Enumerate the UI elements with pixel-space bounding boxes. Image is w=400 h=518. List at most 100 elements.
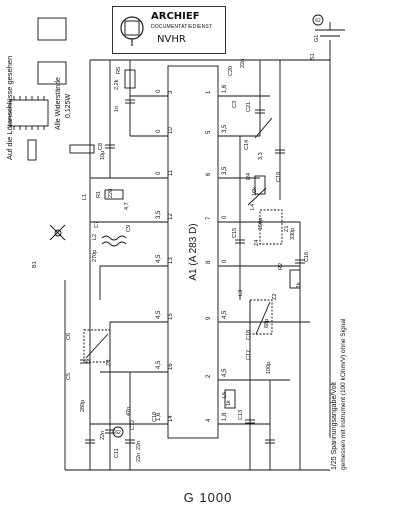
component-label-c20: C20 bbox=[228, 66, 234, 76]
component-label-cv4: 22n bbox=[136, 441, 142, 450]
component-label-rv3: 2,2k bbox=[114, 79, 120, 90]
stamp-line-3: NVHR bbox=[157, 34, 186, 45]
component-label-c8: C8 bbox=[98, 143, 104, 150]
node-voltage: 4,5 bbox=[222, 368, 228, 377]
component-label-cv10: 68p bbox=[264, 319, 270, 328]
component-label-cv14: 280p bbox=[80, 400, 86, 412]
component-label-cv1: 22n bbox=[240, 59, 246, 68]
marker-circle-top bbox=[312, 14, 324, 26]
component-label-g1: G1 bbox=[314, 35, 320, 42]
pin-number: 13 bbox=[168, 257, 174, 264]
component-label-l2: L2 bbox=[92, 234, 98, 240]
capacitors bbox=[80, 99, 305, 444]
node-voltage: 3,5 bbox=[222, 124, 228, 133]
pin-number: 3 bbox=[168, 90, 174, 94]
component-label-c21: C21 bbox=[246, 102, 252, 112]
component-label-rv1: 220 bbox=[108, 189, 114, 198]
component-label-cv15: 22n bbox=[100, 431, 106, 440]
marker-label-bottom: 62 bbox=[115, 430, 121, 436]
component-label-r1: R1 bbox=[96, 191, 102, 198]
component-label-z3: Z3 bbox=[106, 360, 112, 366]
node-voltage: 1,6 bbox=[222, 84, 228, 93]
component-label-c9: C9 bbox=[126, 225, 132, 232]
component-label-c18: C18 bbox=[246, 330, 252, 340]
node-voltage: 1,8 bbox=[222, 412, 228, 421]
component-label-c14: C14 bbox=[244, 140, 250, 150]
node-voltage: 4,5 bbox=[156, 254, 162, 263]
node-voltage: 0 bbox=[156, 171, 162, 175]
component-label-cv2: 1n bbox=[114, 106, 120, 112]
pin-number: 9 bbox=[206, 316, 212, 320]
ic-body bbox=[167, 65, 219, 439]
component-label-s1: S1 bbox=[310, 53, 316, 60]
coils bbox=[83, 209, 283, 363]
component-label-c13: C13 bbox=[238, 410, 244, 420]
node-voltage: 0 bbox=[222, 215, 228, 219]
component-label-rv2: 1k bbox=[296, 282, 302, 288]
node-voltage: 4,5 bbox=[222, 310, 228, 319]
pin-number: 15 bbox=[168, 313, 174, 320]
component-label-rv5: 1k bbox=[226, 400, 232, 406]
component-label-cv11: 22n bbox=[136, 453, 142, 462]
resistors bbox=[69, 69, 301, 409]
pin-number: 12 bbox=[168, 213, 174, 220]
ic-footprint bbox=[9, 99, 49, 127]
stamp-line-2: DOCUMENTATIEDIENST bbox=[151, 24, 213, 30]
pin-number: 7 bbox=[206, 216, 212, 220]
model-title: G 1000 bbox=[183, 490, 233, 505]
component-label-r5: R5 bbox=[116, 67, 122, 74]
note-resistors-1: Alle Widerstände bbox=[55, 77, 62, 130]
node-voltage: 4,5 bbox=[156, 360, 162, 369]
component-label-c17: C17 bbox=[246, 350, 252, 360]
component-label-c5: C5 bbox=[66, 373, 72, 380]
component-label-z4: Z4 bbox=[254, 240, 260, 246]
stamp-line-1: ARCHIEF bbox=[151, 11, 200, 22]
component-label-c15: C15 bbox=[232, 228, 238, 238]
component-label-cv6: 3,3 bbox=[258, 152, 264, 160]
pin-number: 8 bbox=[206, 260, 212, 264]
component-label-cv3: 47n bbox=[126, 407, 132, 416]
pin-number: 4 bbox=[206, 418, 212, 422]
pin-number: 6 bbox=[206, 172, 212, 176]
component-label-rv4: 16k bbox=[252, 187, 258, 196]
note-solder-side: Auf die Lötanschlüsse gesehen bbox=[5, 56, 14, 160]
pin-number: 16 bbox=[168, 363, 174, 370]
component-label-cv7: 150p bbox=[258, 218, 264, 230]
node-voltage: 0 bbox=[156, 89, 162, 93]
pin-number: 1 bbox=[206, 90, 212, 94]
component-labels: C3C20C21C14C15C16C9C10C11C12C6C5C7C13C17… bbox=[32, 35, 320, 462]
component-label-c12: C12 bbox=[130, 420, 136, 430]
component-label-b1: B1 bbox=[32, 261, 38, 268]
node-voltage: 0 bbox=[222, 259, 228, 263]
pin-number: 10 bbox=[168, 127, 174, 134]
component-label-cv13: 270p bbox=[92, 250, 98, 262]
marker-circle-bottom bbox=[112, 426, 124, 438]
component-label-l3: L3 bbox=[238, 290, 244, 296]
component-label-r4: R4 bbox=[246, 173, 252, 180]
note-measure-1: 1/25 Spannungsangabe/Volt bbox=[331, 382, 338, 470]
marker-label-top: 62 bbox=[315, 18, 321, 24]
component-label-c19: C19 bbox=[276, 172, 282, 182]
pin-number: 11 bbox=[168, 169, 174, 176]
component-label-l1: L1 bbox=[82, 194, 88, 200]
node-voltage: 3,5 bbox=[222, 166, 228, 175]
component-label-c10: C10 bbox=[152, 412, 158, 422]
ic-label: A1 (A 283 D) bbox=[188, 223, 199, 280]
component-label-c16: C16 bbox=[304, 252, 310, 262]
component-label-cv8: 330p bbox=[290, 228, 296, 240]
component-label-cv9: 100p bbox=[266, 362, 272, 374]
component-label-c7: C7 bbox=[94, 221, 100, 228]
pin-diagram-bottom bbox=[37, 61, 67, 85]
component-label-cv12: 4,7 bbox=[124, 202, 130, 210]
component-label-l4: L4 bbox=[250, 204, 256, 210]
component-label-r2: R2 bbox=[278, 263, 284, 270]
stamp-logo-icon bbox=[120, 16, 144, 46]
note-measure-2: gemessen mit Instrument (100 kOhm/V) ohn… bbox=[340, 318, 347, 470]
archive-stamp: ARCHIEF DOCUMENTATIEDIENST NVHR bbox=[112, 6, 226, 54]
component-label-c11: C11 bbox=[114, 448, 120, 458]
node-voltage: 0 bbox=[156, 129, 162, 133]
